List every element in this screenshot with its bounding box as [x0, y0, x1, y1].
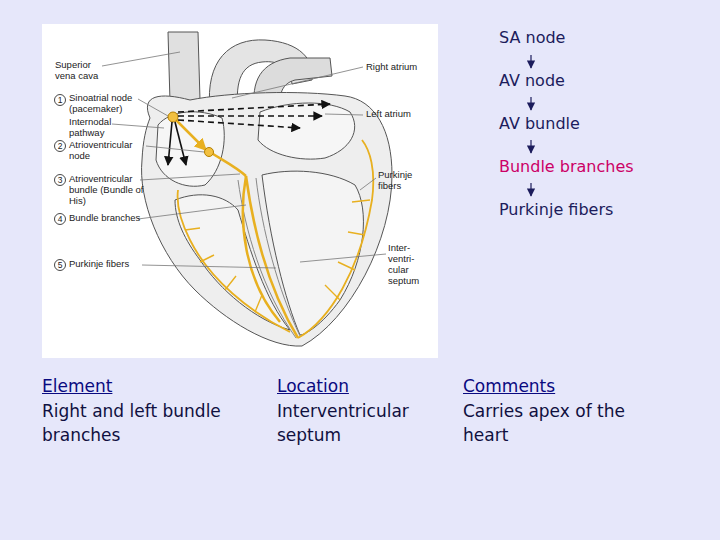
callout-number: 2 — [55, 141, 65, 151]
heart-drawing — [142, 32, 392, 346]
flow-step: Bundle branches — [499, 158, 634, 176]
part-label: Purkinje fibers — [378, 170, 423, 192]
av-node — [205, 148, 214, 157]
part-label: Sinoatrial node (pacemaker) — [69, 93, 143, 115]
table-cell: Interventricular septum — [277, 400, 445, 448]
part-label: Inter- ventri- cular septum — [388, 243, 426, 287]
flow-step: SA node — [499, 29, 565, 47]
callout-number: 4 — [55, 214, 65, 224]
image-panel — [42, 24, 438, 358]
table-cell: Carries apex of the heart — [463, 400, 668, 448]
leader-lines — [102, 52, 386, 268]
internodal-arrows — [168, 104, 330, 165]
flow-step: AV bundle — [499, 115, 580, 133]
callout-number: 5 — [55, 260, 65, 270]
column-header: Comments — [463, 377, 555, 397]
column-header: Location — [277, 377, 349, 397]
part-label: Right atrium — [366, 62, 436, 73]
callout-number: 1 — [55, 95, 65, 105]
conduction-pathway — [174, 118, 373, 338]
part-label: Bundle branches — [69, 213, 145, 224]
column-header: Element — [42, 377, 112, 397]
flow-step: Purkinje fibers — [499, 201, 613, 219]
part-label: Atrioventricular bundle (Bundle of His) — [69, 174, 145, 207]
part-label: Atrioventricular node — [69, 140, 145, 162]
part-label: Left atrium — [366, 109, 436, 120]
part-label: Superior vena cava — [55, 60, 107, 82]
part-label: Internodal pathway — [69, 117, 119, 139]
sa-node — [168, 112, 178, 122]
table-cell: Right and left bundle branches — [42, 400, 254, 448]
part-label: Purkinje fibers — [69, 259, 145, 270]
callout-number: 3 — [55, 175, 65, 185]
callout-circles — [55, 95, 66, 271]
flow-step: AV node — [499, 72, 565, 90]
